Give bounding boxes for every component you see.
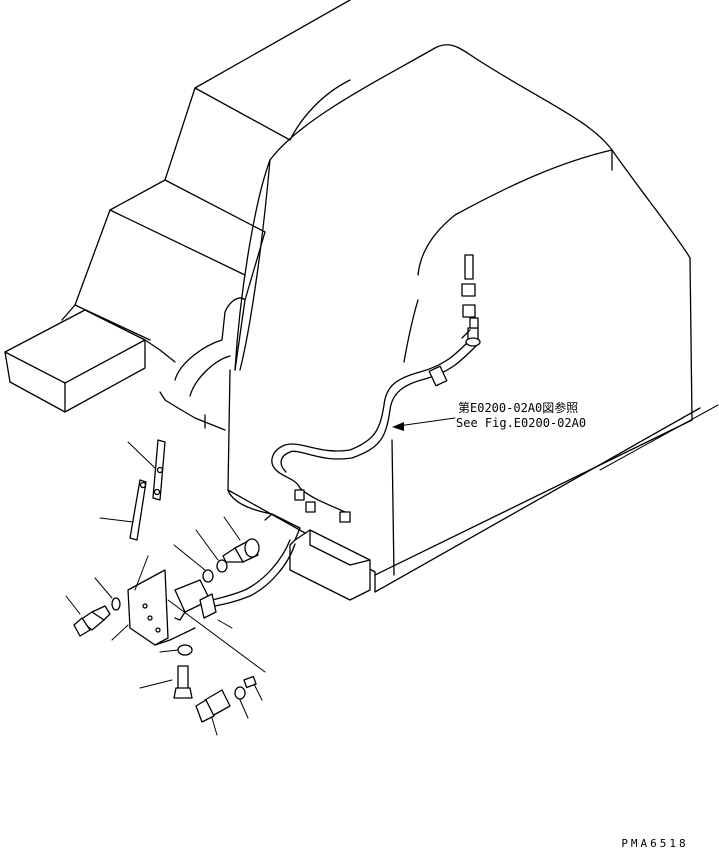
wire-harness [271,327,481,523]
arrow-head-icon [392,422,404,431]
bolt-left [73,605,111,637]
bolt-lower [195,689,231,723]
reference-note-en: See Fig.E0200-02A0 [456,416,586,430]
main-fender-housing [227,44,701,593]
washer-middle [177,644,193,656]
clip-lower [243,675,257,689]
reference-note: 第E0200-02A0図参照 See Fig.E0200-02A0 [392,400,586,431]
bolt-vertical [173,665,193,699]
rear-frame-bracket [159,297,246,431]
washer-left [111,597,121,611]
spring-washer-upper [216,559,228,573]
lower-step-block [289,529,371,601]
fasteners [73,538,260,723]
switch-assembly [127,569,217,646]
exploded-connector-parts [461,254,479,329]
left-step-block [4,309,176,413]
drawing-code: PMA6518 [621,837,688,850]
washer-lower [234,686,246,700]
leader-lines [65,404,719,736]
bolt-upper [222,538,260,563]
switch-harness [211,513,301,607]
reference-note-ja: 第E0200-02A0図参照 [458,400,578,415]
washer-upper [202,569,214,583]
mounting-bars [129,439,166,541]
rear-hood-body [61,0,351,371]
